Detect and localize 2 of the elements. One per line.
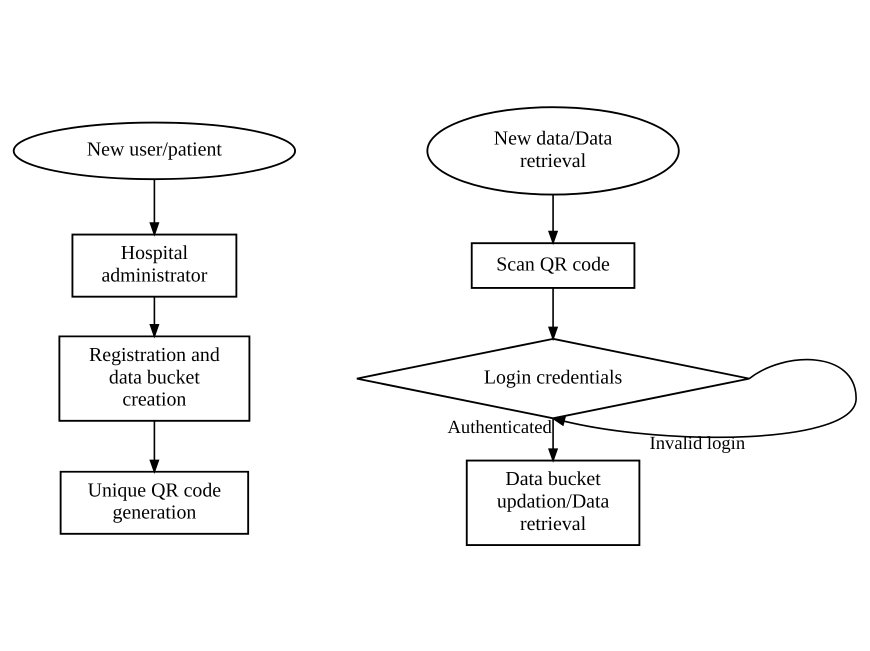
edge-label: Invalid login — [650, 432, 746, 454]
edge-label: Authenticated — [447, 416, 552, 438]
